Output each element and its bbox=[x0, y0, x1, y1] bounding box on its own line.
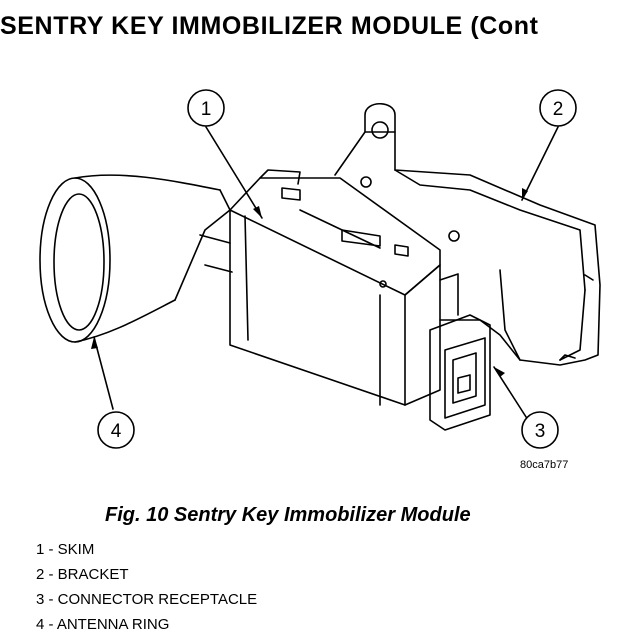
callout-1: 1 bbox=[187, 89, 225, 127]
connector-receptacle-drawing bbox=[429, 273, 491, 431]
callout-4-label: 4 bbox=[111, 421, 122, 442]
callout-4: 4 bbox=[97, 411, 135, 449]
callout-2-label: 2 bbox=[553, 99, 564, 120]
page-title: SENTRY KEY IMMOBILIZER MODULE (Cont bbox=[0, 12, 539, 40]
legend-item: 1 - SKIM bbox=[36, 541, 95, 558]
legend-item: 4 - ANTENNA RING bbox=[36, 616, 170, 633]
figure-caption: Fig. 10 Sentry Key Immobilizer Module bbox=[105, 504, 471, 526]
bracket-drawing bbox=[334, 102, 601, 366]
callout-3-label: 3 bbox=[535, 421, 546, 442]
leader-lines bbox=[93, 126, 559, 421]
antenna-ring-drawing bbox=[39, 174, 233, 343]
callout-3: 3 bbox=[521, 411, 559, 449]
callout-2: 2 bbox=[539, 89, 577, 127]
skim-line-drawing: 1 2 3 4 bbox=[39, 89, 601, 449]
leader-arrowheads bbox=[91, 188, 528, 377]
legend-item: 2 - BRACKET bbox=[36, 566, 129, 583]
module-illustration: 1 2 3 4 bbox=[0, 60, 618, 490]
callout-1-label: 1 bbox=[201, 99, 212, 120]
figure-legend: 1 - SKIM 2 - BRACKET 3 - CONNECTOR RECEP… bbox=[36, 537, 257, 637]
skim-housing-drawing bbox=[229, 169, 441, 406]
figure-code: 80ca7b77 bbox=[520, 459, 569, 471]
legend-item: 3 - CONNECTOR RECEPTACLE bbox=[36, 591, 258, 608]
